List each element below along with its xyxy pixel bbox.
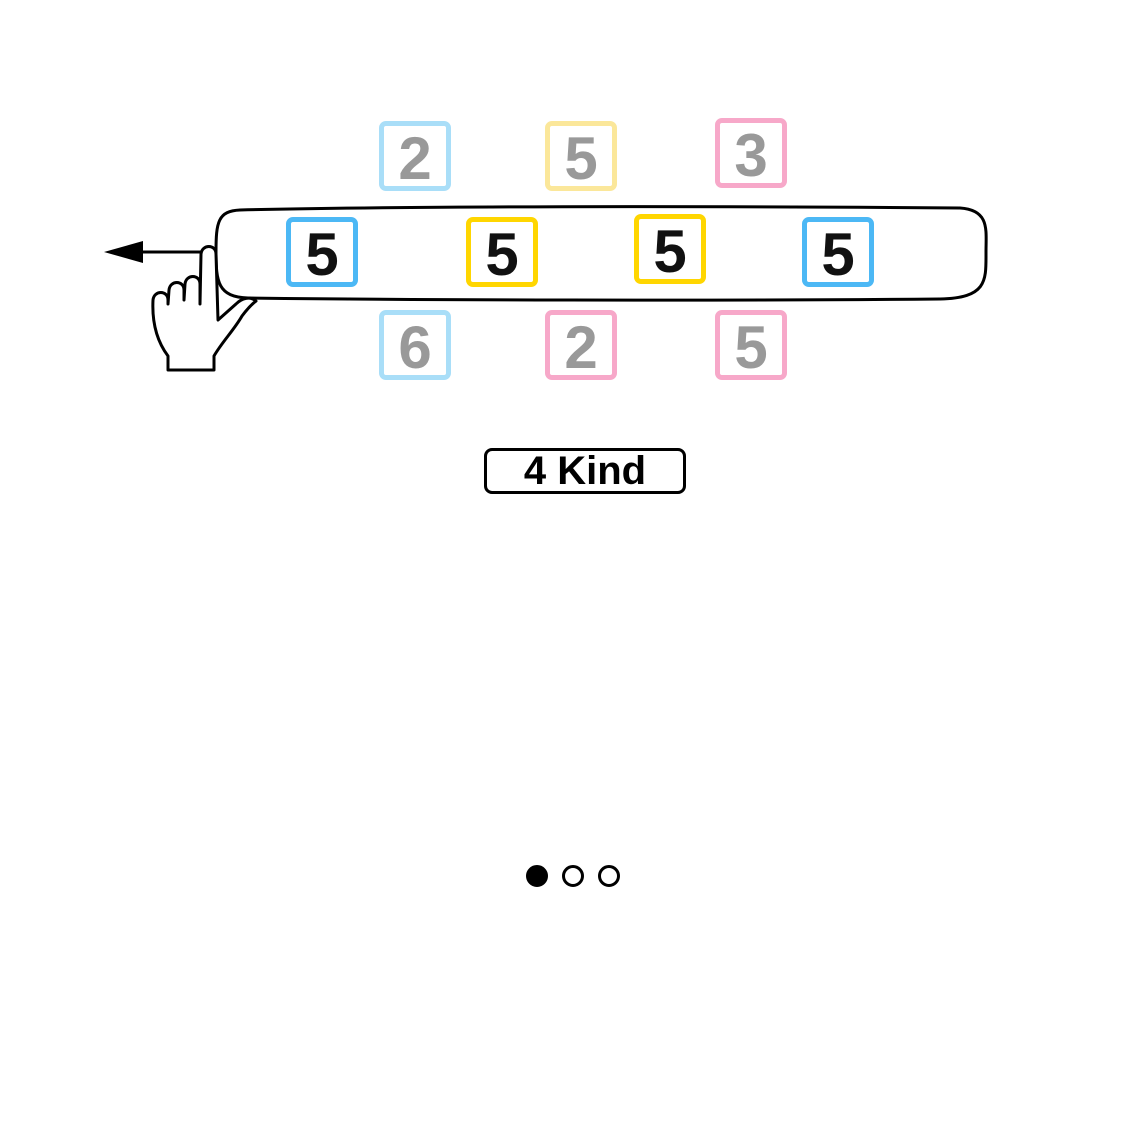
bottom-tile-3[interactable]: 5 [715, 310, 787, 380]
bottom-tile-1-value: 6 [398, 314, 432, 381]
page-dot-3[interactable] [598, 865, 620, 887]
top-tile-1[interactable]: 2 [379, 121, 451, 191]
middle-tile-2[interactable]: 5 [466, 217, 538, 287]
bottom-tile-1[interactable]: 6 [379, 310, 451, 380]
page-dot-1[interactable] [526, 865, 548, 887]
middle-tile-3-value: 5 [653, 218, 687, 285]
middle-tile-4-value: 5 [821, 221, 855, 288]
top-tile-2[interactable]: 5 [545, 121, 617, 191]
top-tile-3-value: 3 [734, 122, 768, 189]
middle-tile-3[interactable]: 5 [634, 214, 706, 284]
top-tile-3[interactable]: 3 [715, 118, 787, 188]
middle-tile-1[interactable]: 5 [286, 217, 358, 287]
top-tile-1-value: 2 [398, 125, 432, 192]
bottom-tile-3-value: 5 [734, 314, 768, 381]
hand-kind-label: 4 Kind [484, 448, 686, 494]
bottom-tile-2-value: 2 [564, 314, 598, 381]
top-tile-2-value: 5 [564, 125, 598, 192]
page-dot-2[interactable] [562, 865, 584, 887]
bottom-tile-2[interactable]: 2 [545, 310, 617, 380]
middle-tile-1-value: 5 [305, 221, 339, 288]
middle-tile-4[interactable]: 5 [802, 217, 874, 287]
middle-tile-2-value: 5 [485, 221, 519, 288]
page-indicator[interactable] [526, 865, 620, 887]
